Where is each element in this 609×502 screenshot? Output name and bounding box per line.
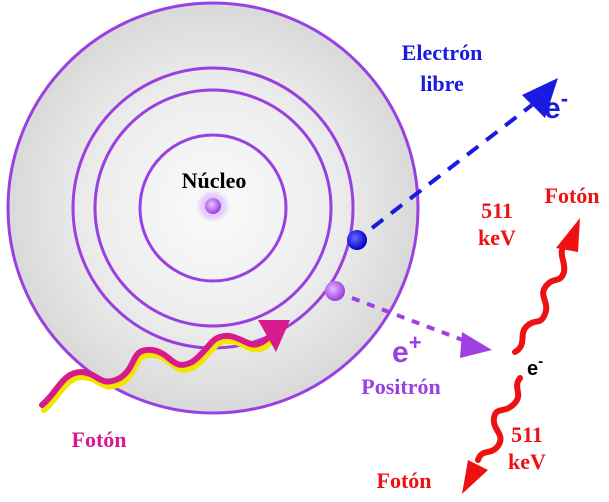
free-electron-label-line2: libre xyxy=(420,71,464,96)
annihilation-electron-symbol: e- xyxy=(527,353,543,380)
positron-label: Positrón xyxy=(361,374,440,399)
photon-top-label: Fotón xyxy=(545,183,600,208)
energy-bottom-value: 511 xyxy=(511,422,543,447)
nucleus-label: Núcleo xyxy=(182,168,247,193)
annihilation-photon-down xyxy=(462,375,523,494)
positron-path xyxy=(351,296,492,358)
annihilation-photon-up xyxy=(512,218,580,355)
annihilation-photon-up-arrowhead xyxy=(556,218,580,252)
electron-shell-middle xyxy=(93,88,333,328)
nucleus-dot xyxy=(205,198,221,214)
electron-dot xyxy=(347,230,367,250)
energy-top-value: 511 xyxy=(481,198,513,223)
photon-bottom-label: Fotón xyxy=(377,468,432,493)
electron-shell-inner xyxy=(138,133,288,283)
free-electron-label-line1: Electrón xyxy=(402,40,483,65)
free-electron-symbol: e- xyxy=(544,86,568,125)
energy-bottom-unit: keV xyxy=(508,449,546,474)
electron-path-arrowhead xyxy=(522,78,558,118)
incident-photon-arrowhead xyxy=(258,320,290,352)
incident-photon xyxy=(39,320,290,413)
incident-photon-wave xyxy=(39,332,271,408)
electron-path xyxy=(370,78,558,230)
energy-top-unit: keV xyxy=(478,225,516,250)
annihilation-photon-down-arrowhead xyxy=(462,460,488,494)
atom xyxy=(6,1,420,415)
incident-photon-shadow xyxy=(41,337,273,413)
positron-symbol: e+ xyxy=(392,330,422,369)
positron-dot xyxy=(325,281,345,301)
incident-photon-label: Fotón xyxy=(72,427,127,452)
positron-path-arrowhead xyxy=(460,332,492,358)
